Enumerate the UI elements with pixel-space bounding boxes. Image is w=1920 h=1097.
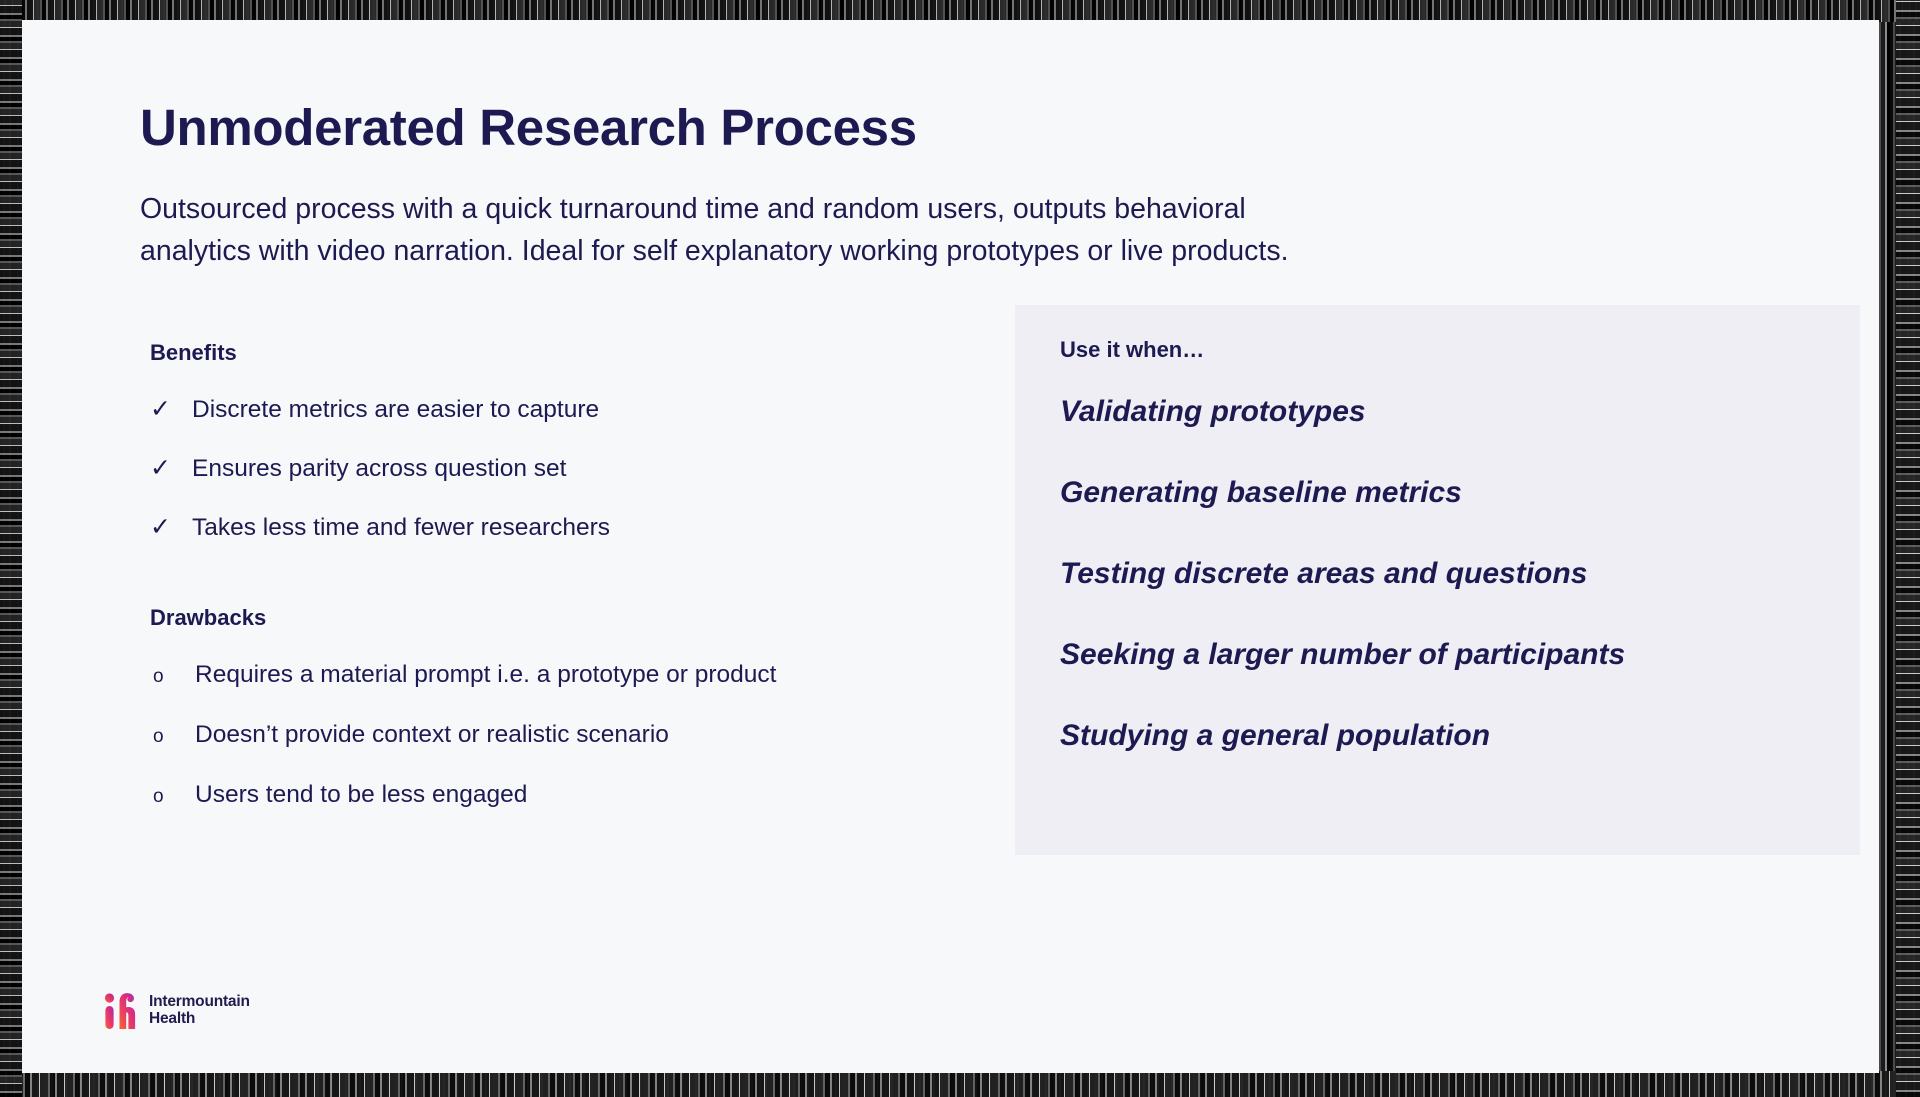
frame-noise-right: [1896, 0, 1920, 1097]
list-item: Seeking a larger number of participants: [1060, 638, 1626, 671]
list-item: o Doesn’t provide context or realistic s…: [150, 721, 910, 749]
list-item-label: Requires a material prompt i.e. a protot…: [195, 660, 777, 688]
list-item-label: Discrete metrics are easier to capture: [192, 396, 600, 423]
presentation-slide: Unmoderated Research Process Outsourced …: [22, 20, 1879, 1073]
use-it-when-panel: Use it when… Validating prototypes Gener…: [1015, 305, 1860, 855]
list-item: Validating prototypes: [1060, 395, 1366, 428]
list-item: ✓ Takes less time and fewer researchers: [150, 514, 910, 542]
list-item-label: Ensures parity across question set: [192, 455, 567, 483]
logo-line-1: Intermountain: [149, 993, 250, 1011]
benefits-heading: Benefits: [150, 340, 237, 365]
hollow-circle-icon: o: [153, 725, 164, 747]
list-item: ✓ Ensures parity across question set: [150, 455, 910, 483]
left-column: Benefits ✓ Discrete metrics are easier t…: [150, 340, 910, 841]
drawbacks-list: o Requires a material prompt i.e. a prot…: [150, 661, 910, 810]
logo-line-2: Health: [149, 1010, 196, 1027]
list-item: Generating baseline metrics: [1060, 476, 1462, 509]
drawbacks-heading: Drawbacks: [150, 604, 267, 630]
list-item: Studying a general population: [1060, 719, 1491, 752]
list-item-label: Users tend to be less engaged: [195, 780, 528, 808]
use-cases-list: Validating prototypes Generating baselin…: [1060, 395, 1840, 753]
intermountain-health-logo: Intermountain Health: [102, 991, 250, 1031]
slide-subtitle: Outsourced process with a quick turnarou…: [140, 188, 1600, 272]
list-item-label: Doesn’t provide context or realistic sce…: [195, 720, 669, 748]
subtitle-line-2: analytics with video narration. Ideal fo…: [140, 235, 1289, 267]
page-title: Unmoderated Research Process: [140, 99, 917, 156]
check-icon: ✓: [150, 513, 171, 542]
use-panel-heading: Use it when…: [1060, 337, 1205, 362]
list-item: Testing discrete areas and questions: [1060, 557, 1588, 590]
list-item: o Requires a material prompt i.e. a prot…: [150, 661, 910, 689]
hollow-circle-icon: o: [153, 665, 164, 687]
benefits-list: ✓ Discrete metrics are easier to capture…: [150, 396, 910, 543]
logo-wordmark: Intermountain Health: [149, 994, 250, 1027]
check-icon: ✓: [150, 454, 171, 483]
subtitle-line-1: Outsourced process with a quick turnarou…: [140, 193, 1246, 225]
frame-noise-top: [0, 0, 1920, 22]
list-item: ✓ Discrete metrics are easier to capture: [150, 396, 910, 424]
frame-noise-bottom: [0, 1071, 1920, 1097]
frame-noise-left: [0, 0, 22, 1097]
list-item-label: Takes less time and fewer researchers: [192, 514, 611, 542]
check-icon: ✓: [150, 395, 171, 423]
hollow-circle-icon: o: [153, 785, 164, 807]
ih-monogram-icon: [104, 993, 136, 1029]
list-item: o Users tend to be less engaged: [150, 781, 910, 809]
